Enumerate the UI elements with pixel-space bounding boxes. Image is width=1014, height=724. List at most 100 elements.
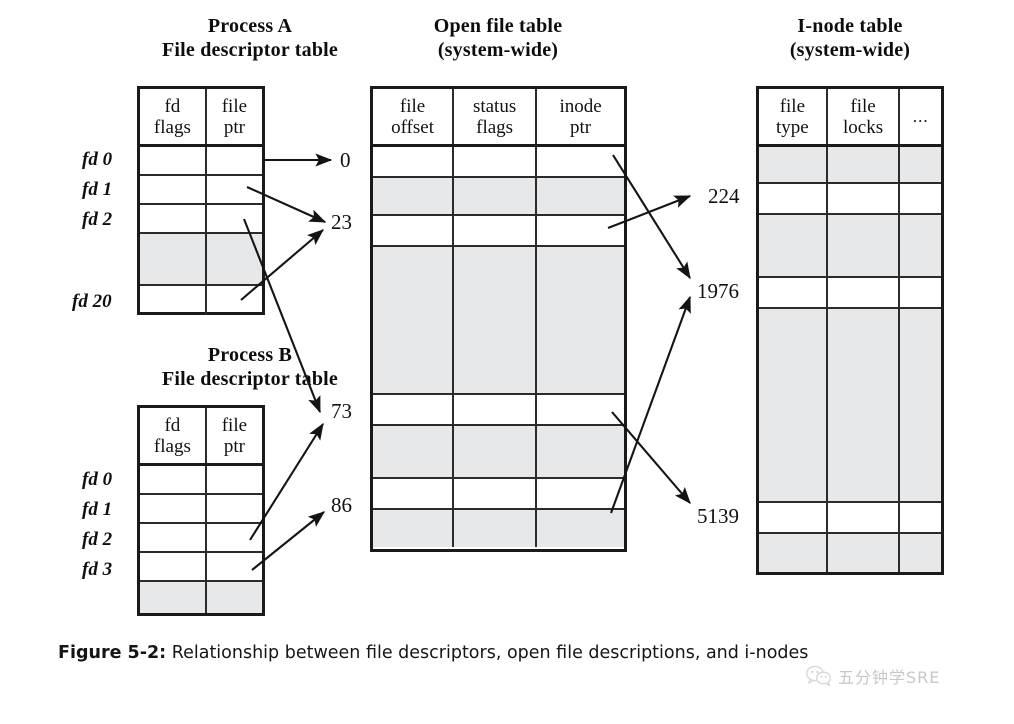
row-label-process-a-fd-20: fd 20	[72, 291, 112, 312]
table-row[interactable]	[373, 147, 624, 178]
cell-file-locks	[828, 184, 901, 213]
cell-file-offset	[373, 426, 455, 477]
process-a-title: Process A File descriptor table	[100, 14, 400, 62]
cell-inode-ptr	[537, 178, 624, 214]
open-file-table-title-line1: Open file table	[433, 15, 563, 37]
table-row[interactable]	[140, 205, 262, 234]
cell-file-offset	[373, 395, 455, 424]
table-row-shaded[interactable]	[373, 510, 624, 547]
cell-status-flags	[454, 479, 538, 508]
table-row-shaded[interactable]	[373, 247, 624, 395]
ellipsis-text: ...	[912, 107, 929, 126]
header-text: offset	[391, 116, 434, 138]
arrow-process-a-fd2-to-offset-73	[243, 218, 321, 414]
open-file-table: file offset status flags inode ptr	[370, 86, 627, 552]
row-label-process-b-fd-2: fd 2	[82, 529, 113, 550]
table-row[interactable]	[759, 503, 941, 534]
cell-file-locks	[827, 309, 901, 501]
table-row[interactable]	[140, 147, 262, 176]
cell-status-flags	[454, 147, 538, 176]
row-label-process-b-fd-0: fd 0	[82, 469, 113, 490]
wechat-icon	[806, 665, 831, 687]
row-label-inode-224: 224	[708, 184, 740, 208]
cell-inode-ptr	[537, 510, 624, 547]
table-row[interactable]	[140, 176, 262, 205]
inode-table-title: I-node table (system-wide)	[700, 14, 1000, 62]
cell-status-flags	[454, 426, 538, 477]
cell-status-flags	[454, 395, 538, 424]
watermark-text: 五分钟学SRE	[838, 668, 941, 687]
cell-file-locks	[828, 503, 901, 532]
arrow-process-b-fd3-to-offset-86	[251, 511, 325, 571]
row-label-process-b-fd-1: fd 1	[82, 499, 113, 520]
table-row-shaded[interactable]	[140, 234, 262, 286]
cell-file-locks	[828, 278, 901, 307]
cell-status-flags	[454, 178, 538, 214]
table-row[interactable]	[140, 524, 262, 553]
header-cell-fd-flags: fd flags	[140, 89, 207, 144]
cell-file-type	[759, 184, 828, 213]
table-row-shaded[interactable]	[373, 426, 624, 479]
figure-caption-text: Relationship between file descriptors, o…	[166, 643, 809, 663]
cell-ellipsis	[900, 147, 941, 182]
cell-inode-ptr	[537, 426, 624, 477]
table-row[interactable]	[373, 479, 624, 510]
row-label-open-file-0: 0	[340, 148, 351, 172]
table-row[interactable]	[373, 395, 624, 426]
row-label-process-a-fd-0: fd 0	[82, 149, 113, 170]
table-row-shaded[interactable]	[759, 534, 941, 572]
cell-status-flags	[454, 216, 538, 245]
header-cell-fd-flags: fd flags	[140, 408, 207, 463]
open-file-table-title-line2: (system-wide)	[437, 39, 559, 61]
header-text: flags	[153, 116, 191, 138]
cell-fd-flags	[140, 524, 207, 551]
table-row-shaded[interactable]	[140, 582, 262, 613]
process-a-table: fd flags file ptr	[137, 86, 265, 315]
cell-fd-flags	[140, 582, 207, 613]
table-row[interactable]	[140, 286, 262, 315]
table-row[interactable]	[140, 466, 262, 495]
table-row[interactable]	[373, 216, 624, 247]
table-header-row: fd flags file ptr	[140, 89, 262, 147]
table-row-shaded[interactable]	[373, 178, 624, 216]
table-header-row: file offset status flags inode ptr	[373, 89, 624, 147]
header-text: locks	[843, 116, 884, 138]
header-cell-file-ptr: file ptr	[207, 408, 262, 463]
cell-ellipsis	[900, 215, 941, 276]
table-row-shaded[interactable]	[759, 309, 941, 503]
cell-fd-flags	[140, 205, 207, 232]
open-file-table-title: Open file table (system-wide)	[348, 14, 648, 62]
header-cell-inode-ptr: inode ptr	[537, 89, 624, 144]
cell-file-locks	[827, 147, 901, 182]
row-label-inode-5139: 5139	[697, 504, 739, 528]
header-cell-ellipsis: ...	[900, 89, 941, 144]
process-a-title-line1: Process A	[207, 15, 293, 37]
cell-file-type	[759, 534, 828, 572]
cell-file-offset	[373, 178, 455, 214]
arrow-offset-0-to-inode-1976	[612, 154, 691, 280]
arrow-offset-86-to-inode-1976	[610, 295, 691, 514]
table-row[interactable]	[759, 184, 941, 215]
table-row[interactable]	[140, 553, 262, 582]
table-row[interactable]	[140, 495, 262, 524]
header-text: file	[850, 95, 876, 117]
process-b-table: fd flags file ptr	[137, 405, 265, 616]
cell-file-offset	[373, 247, 455, 393]
header-cell-file-type: file type	[759, 89, 828, 144]
row-label-process-b-fd-3: fd 3	[82, 559, 113, 580]
inode-table-title-line2: (system-wide)	[789, 39, 911, 61]
process-b-title: Process B File descriptor table	[100, 343, 400, 391]
cell-file-type	[759, 309, 828, 501]
table-row-shaded[interactable]	[759, 215, 941, 278]
header-text: flags	[153, 435, 191, 457]
cell-file-offset	[373, 510, 455, 547]
cell-file-type	[759, 147, 828, 182]
row-label-process-a-fd-2: fd 2	[82, 209, 113, 230]
table-header-row: file type file locks ...	[759, 89, 941, 147]
cell-status-flags	[454, 247, 538, 393]
arrow-process-a-fd20-to-offset-23	[240, 229, 324, 301]
table-row[interactable]	[759, 278, 941, 309]
table-row-shaded[interactable]	[759, 147, 941, 184]
